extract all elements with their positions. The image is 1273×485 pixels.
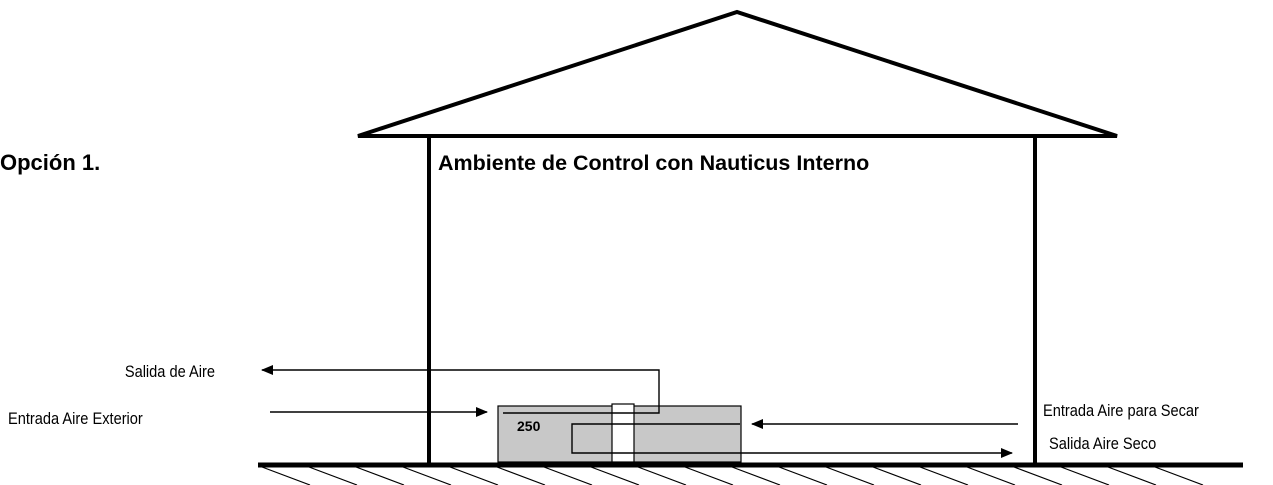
- ground-hatch-line: [966, 466, 1016, 485]
- ground-hatch-line: [590, 466, 640, 485]
- ground-hatch-line: [308, 466, 358, 485]
- ground-hatch-line: [496, 466, 546, 485]
- salida-seco-path: [571, 423, 1013, 458]
- ground-hatch-line: [684, 466, 734, 485]
- ground-hatch-line: [402, 466, 452, 485]
- ground-hatch-line: [637, 466, 687, 485]
- ground-hatch-line: [731, 466, 781, 485]
- ground-hatch-line: [261, 466, 311, 485]
- ground-hatch-line: [872, 466, 922, 485]
- ground-hatch-line: [1107, 466, 1157, 485]
- ground-hatch-line: [449, 466, 499, 485]
- ground-hatch-line: [825, 466, 875, 485]
- ground-hatch-line: [1060, 466, 1110, 485]
- ground-hatching: [261, 466, 1204, 485]
- salida-aire-label: Salida de Aire: [125, 363, 215, 381]
- house-roof: [357, 9, 1118, 138]
- salida-aire-path: [261, 365, 660, 414]
- room-title: Ambiente de Control con Nauticus Interno: [438, 151, 869, 175]
- ground-hatch-line: [919, 466, 969, 485]
- unit-model-number: 250: [517, 418, 541, 434]
- entrada-secar-label: Entrada Aire para Secar: [1043, 402, 1200, 420]
- ground-hatch-line: [778, 466, 828, 485]
- option-label: Opción 1.: [0, 150, 100, 175]
- salida-seco-label: Salida Aire Seco: [1049, 435, 1156, 453]
- ground-hatch-line: [1013, 466, 1063, 485]
- entrada-exterior-label: Entrada Aire Exterior: [8, 410, 143, 428]
- ground-hatch-line: [1154, 466, 1204, 485]
- ground-hatch-line: [543, 466, 593, 485]
- unit-duct-column: [611, 403, 635, 463]
- ground-hatch-line: [355, 466, 405, 485]
